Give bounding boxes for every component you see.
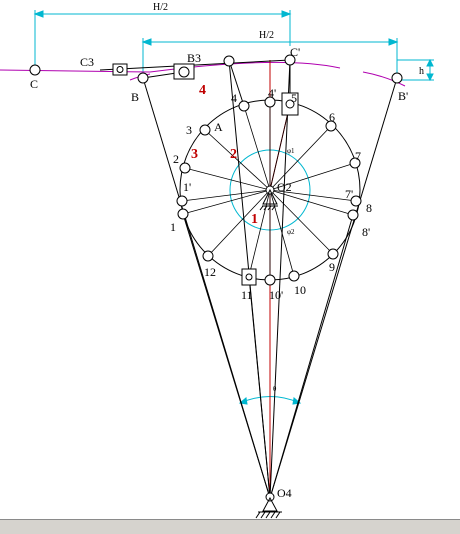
position-label: 8 [366, 201, 372, 215]
label-B-prime: B' [398, 89, 408, 103]
ground-supports [255, 188, 282, 519]
position-label: 10 [294, 283, 306, 297]
position-label: 7' [345, 187, 353, 201]
position-label: 1 [170, 220, 176, 234]
dimension-lines [33, 10, 434, 405]
position-label: 6 [329, 110, 335, 124]
label-C-prime: C' [290, 45, 300, 59]
link-number-4: 4 [199, 83, 206, 98]
label-phi1: φ1 [287, 147, 295, 155]
position-label: 4' [268, 86, 276, 100]
position-label: 9 [329, 260, 335, 274]
window-bottom-edge [0, 519, 460, 534]
label-B: B [131, 90, 139, 104]
position-label: 7 [355, 149, 361, 163]
label-C: C [30, 77, 38, 91]
position-label: 11 [241, 288, 253, 302]
dim-h-over-2-mid: H/2 [259, 30, 274, 41]
link-number-3: 3 [191, 147, 198, 162]
position-label: 5 [291, 91, 297, 105]
sliders [112, 63, 299, 286]
label-theta: θ [273, 385, 277, 393]
crank-spokes [181, 102, 357, 280]
label-B3: B3 [187, 51, 201, 65]
link-number-1: 1 [251, 212, 258, 227]
label-O4: O4 [277, 486, 292, 500]
position-label: 1' [183, 180, 191, 194]
dim-h: h [419, 66, 424, 77]
position-label: 8' [362, 225, 370, 239]
position-label: 10' [269, 288, 283, 302]
dim-h-over-2-top: H/2 [153, 2, 168, 13]
position-label: 3 [186, 123, 192, 137]
position-label: 12 [204, 265, 216, 279]
position-label: 4 [231, 91, 237, 105]
position-label: 2 [173, 152, 179, 166]
label-O2: O2 [277, 180, 292, 194]
label-A: A [214, 120, 223, 134]
label-C3: C3 [80, 55, 94, 69]
link-number-2: 2 [230, 147, 237, 162]
label-phi2: φ2 [287, 228, 295, 236]
